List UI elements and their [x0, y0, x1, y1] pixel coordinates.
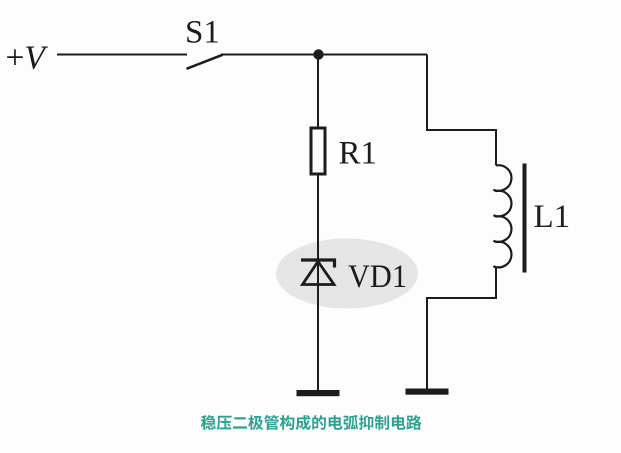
svg-text:R1: R1 [339, 136, 378, 172]
svg-text:VD1: VD1 [348, 259, 407, 295]
svg-text:S1: S1 [185, 15, 220, 51]
svg-text:L1: L1 [534, 199, 571, 235]
svg-text:+V: +V [6, 40, 49, 77]
